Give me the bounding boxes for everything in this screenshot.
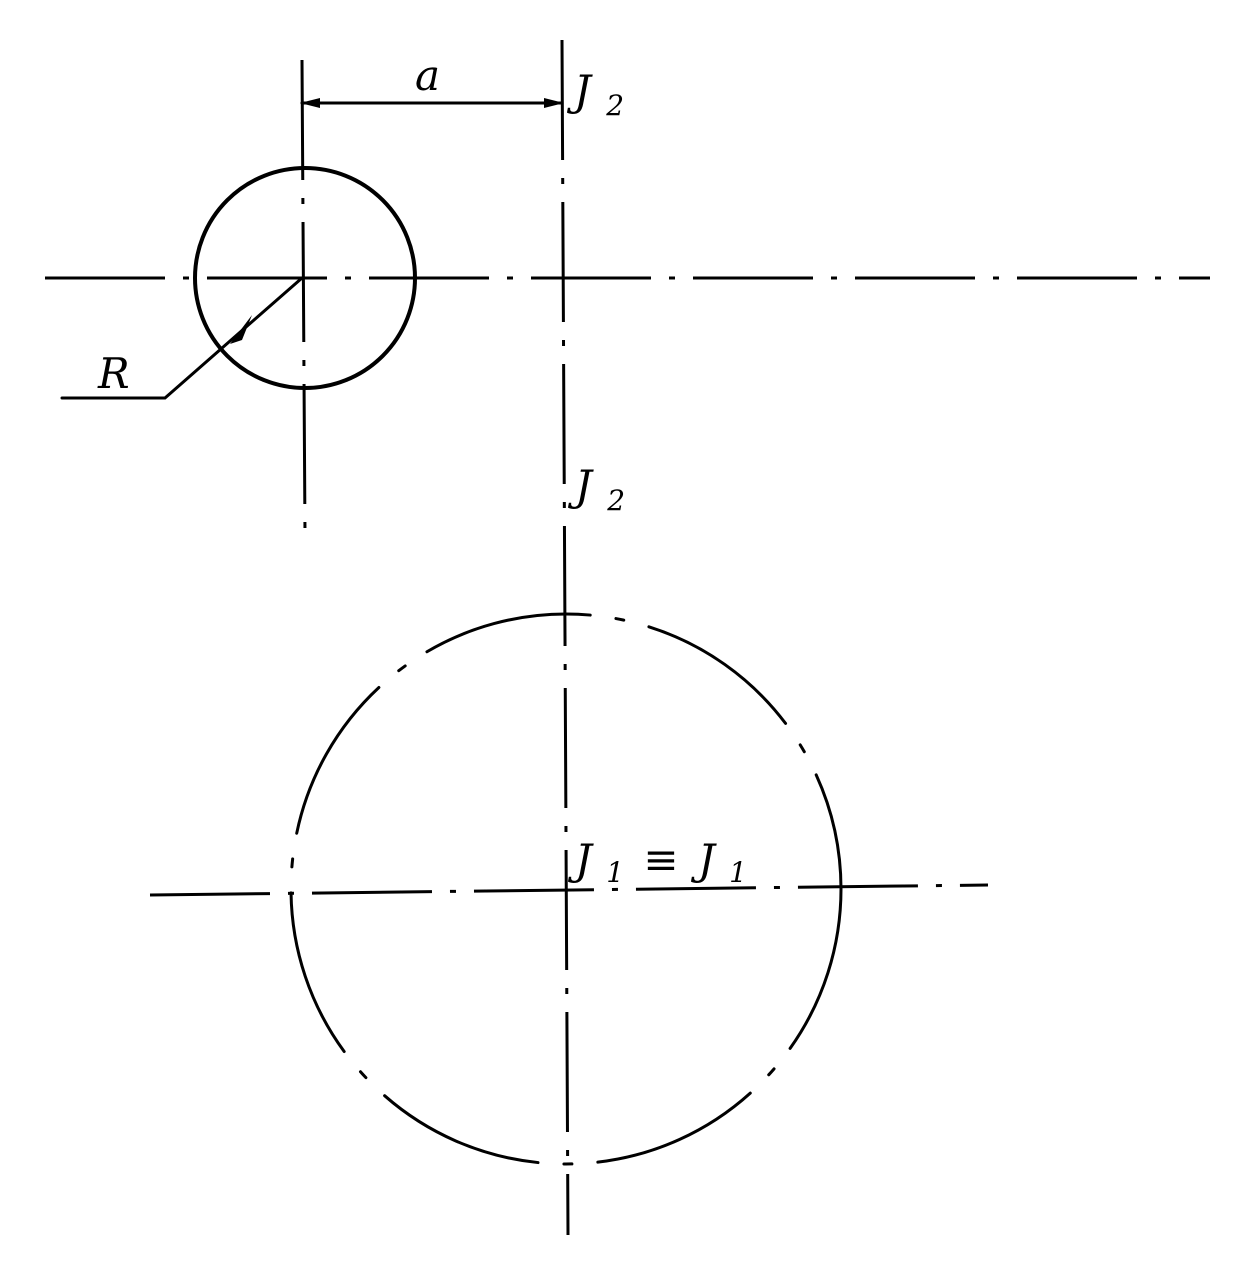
main-vertical-axis <box>560 39 570 1236</box>
center-right-j1-main: J <box>690 835 717 884</box>
center-left-j1-subscript: 1 <box>606 856 624 889</box>
center-right-j1-subscript: 1 <box>729 856 747 889</box>
upper-j2-subscript: 2 <box>605 89 624 122</box>
lower-horizontal-axis <box>149 883 989 897</box>
distance-label: a <box>415 51 440 100</box>
upper-j2-main: J <box>566 66 593 115</box>
radius-arrowhead <box>230 315 252 344</box>
large-circle <box>289 612 843 1166</box>
center-left-j1-main: J <box>567 835 594 884</box>
equivalence-symbol: ≡ <box>643 835 678 884</box>
middle-j2-label: J 2 <box>567 461 625 517</box>
radius-label: R <box>97 349 130 398</box>
middle-j2-subscript: 2 <box>606 484 625 517</box>
small-circle <box>193 166 417 390</box>
small-circle-vertical-axis <box>300 59 307 536</box>
upper-j2-label: J 2 <box>566 66 624 122</box>
center-label: J 1 ≡ J 1 <box>567 835 747 892</box>
middle-j2-main: J <box>567 461 594 510</box>
radius-leader <box>60 276 304 400</box>
